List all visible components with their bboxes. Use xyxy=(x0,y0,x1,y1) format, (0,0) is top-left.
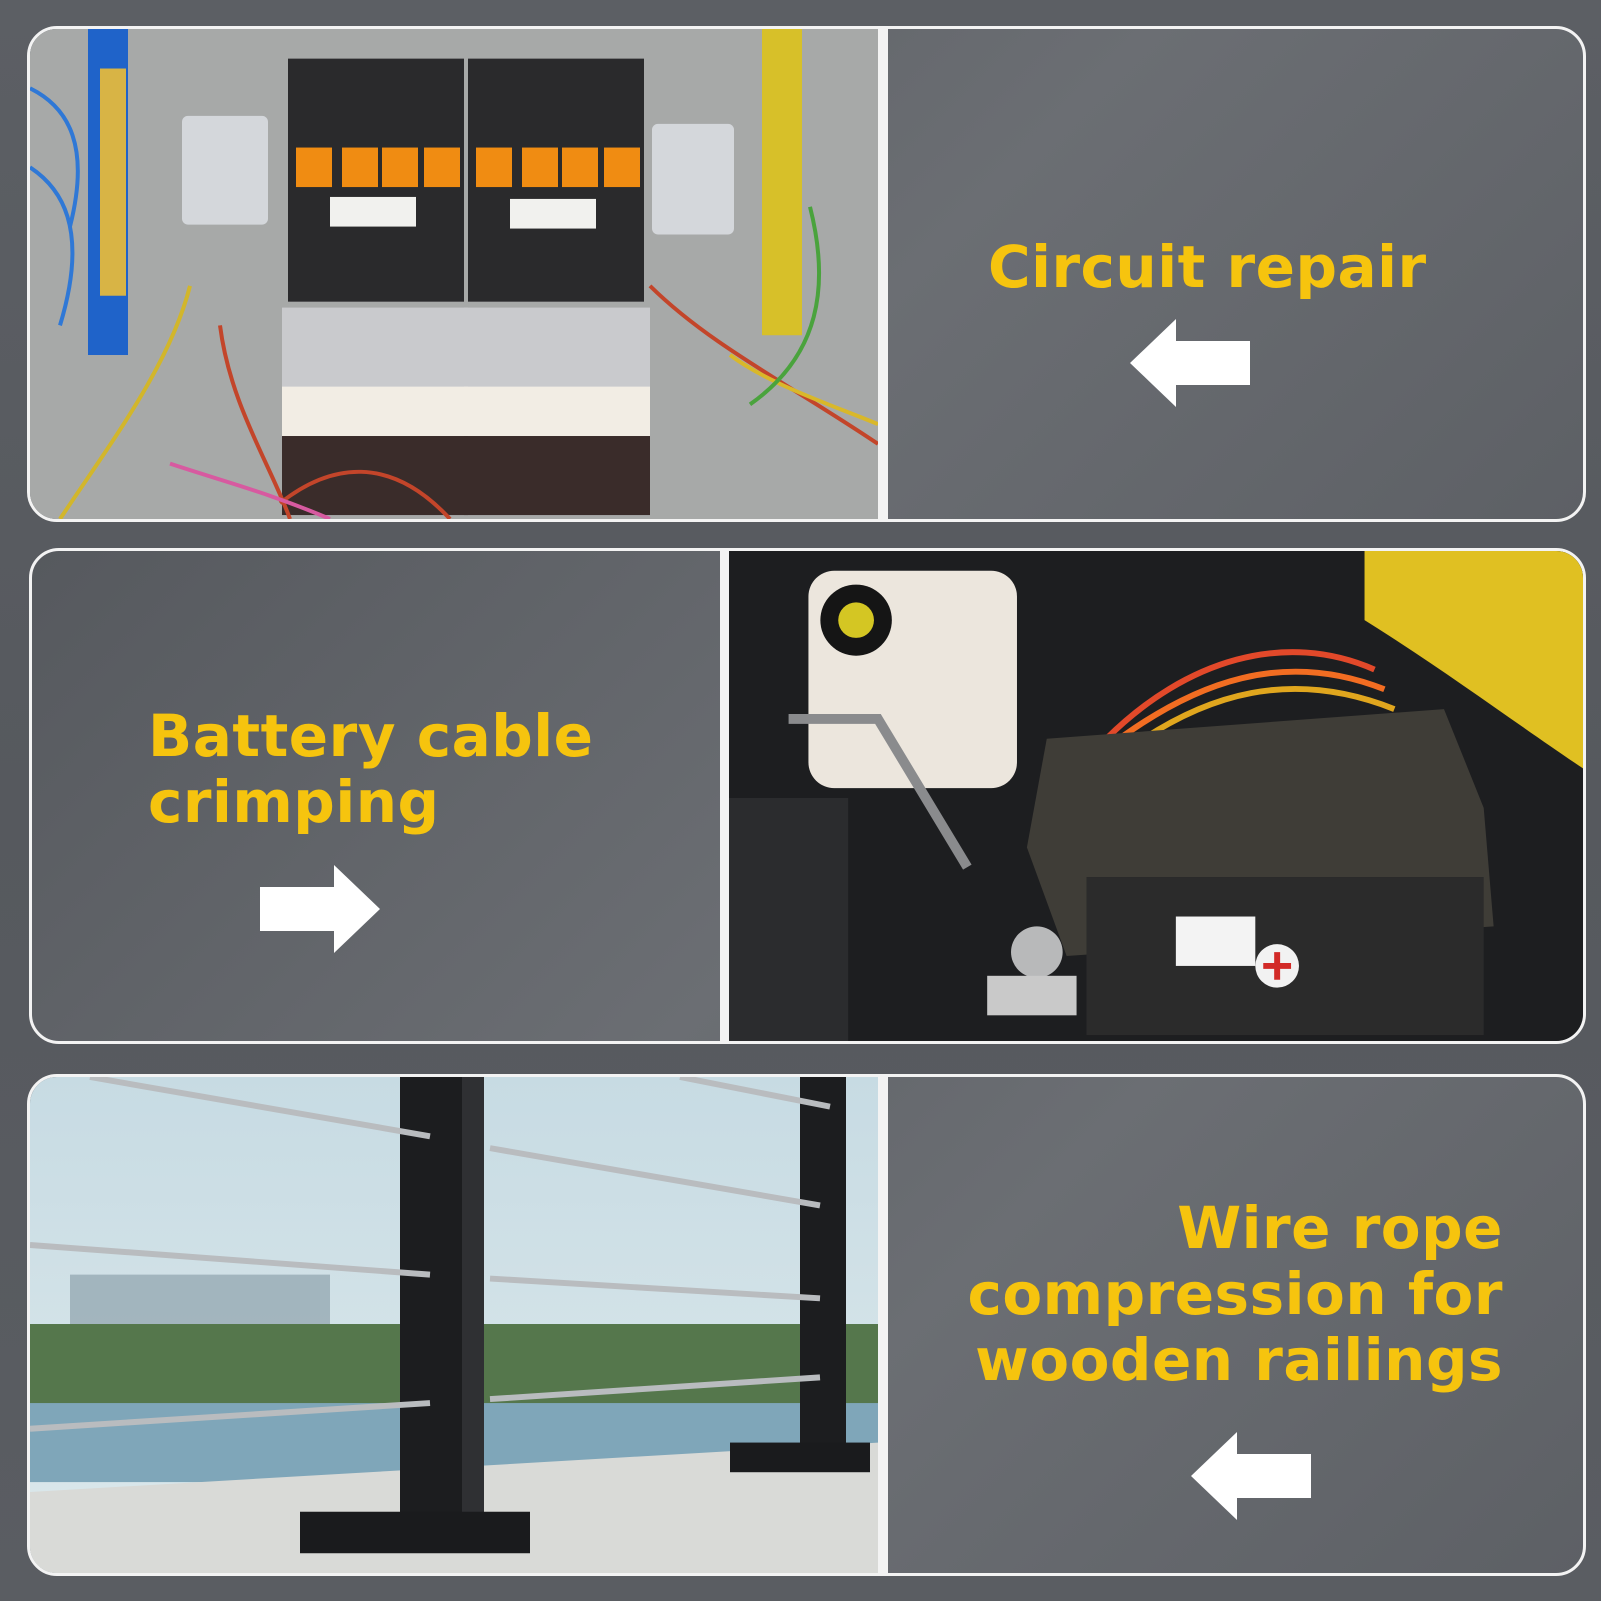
panel-divider xyxy=(720,551,730,1041)
caption-battery-cable-crimping: Battery cable crimping xyxy=(148,702,594,836)
feature-panel-wire-rope: Wire rope compression for wooden railing… xyxy=(27,1074,1586,1576)
electrical-panel-photo xyxy=(30,29,878,519)
cable-railing-photo xyxy=(30,1077,878,1573)
arrow-right-icon xyxy=(258,865,380,953)
feature-panel-circuit-repair: Circuit repair xyxy=(27,26,1586,522)
panel-divider xyxy=(878,1077,888,1573)
arrow-left-icon xyxy=(1191,1432,1313,1520)
panel-divider xyxy=(878,29,888,519)
caption-circuit-repair: Circuit repair xyxy=(988,233,1427,301)
caption-wire-rope-compression: Wire rope compression for wooden railing… xyxy=(967,1194,1503,1394)
car-battery-photo xyxy=(729,551,1583,1041)
arrow-left-icon xyxy=(1130,319,1252,407)
feature-panel-battery-cable: Battery cable crimping xyxy=(29,548,1586,1044)
